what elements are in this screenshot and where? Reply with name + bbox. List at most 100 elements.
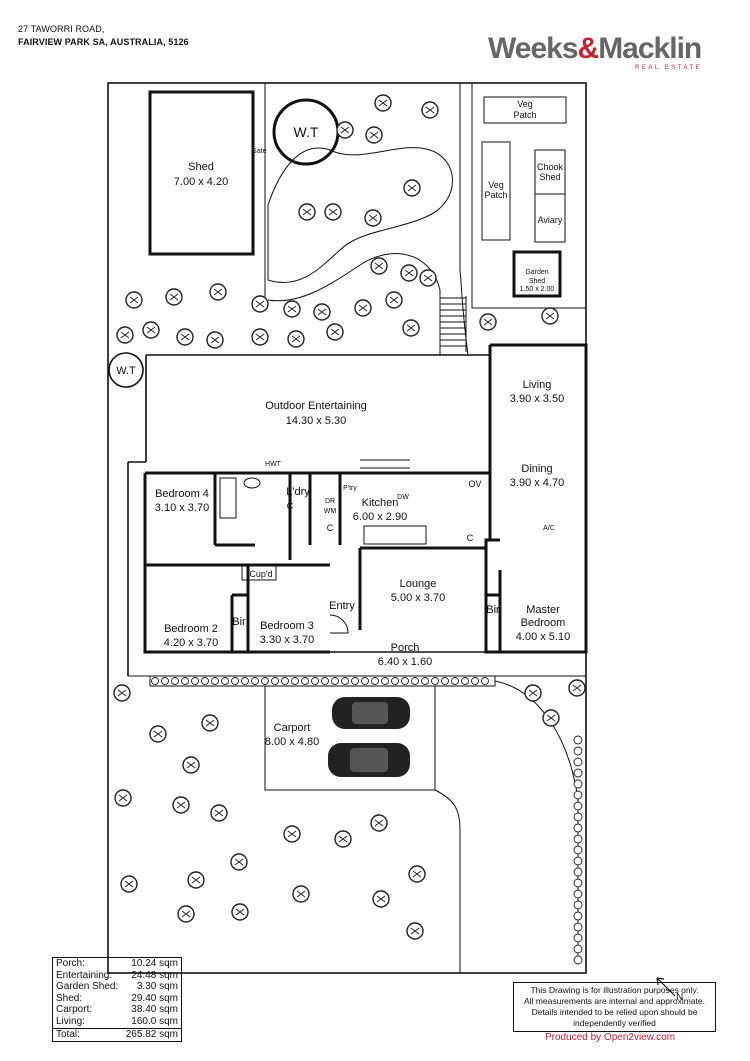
hedge-icon bbox=[573, 911, 583, 921]
north-arrow-icon bbox=[656, 977, 676, 997]
disclaimer-line: Details intended to be relied upon shoul… bbox=[531, 1007, 698, 1017]
area-row: Shed:29.40 sqm bbox=[53, 993, 181, 1005]
area-label: Living: bbox=[56, 1015, 85, 1027]
hedge-icon bbox=[401, 677, 409, 685]
tree-icon-detail bbox=[572, 684, 582, 692]
hedge-icon bbox=[573, 801, 583, 811]
trees bbox=[113, 94, 586, 965]
car-icon bbox=[332, 697, 410, 729]
hedge-icon bbox=[391, 677, 399, 685]
area-table: Porch: 10.24 sqm Entertaining:24.48 sqm G… bbox=[52, 957, 182, 1042]
tree-icon-detail bbox=[129, 296, 139, 304]
hedge-icon bbox=[573, 779, 583, 789]
hedge-icon bbox=[361, 677, 369, 685]
water-tank-top-label: W.T bbox=[294, 124, 319, 140]
area-row: Living:160.0 sqm bbox=[53, 1016, 181, 1028]
hedge-icon bbox=[281, 677, 289, 685]
hedge-icon bbox=[171, 677, 179, 685]
path-edge bbox=[267, 253, 441, 355]
laundry-label: L'dry bbox=[286, 486, 310, 498]
cupboard-label: Cup'd bbox=[249, 569, 272, 579]
hedge-icon bbox=[573, 856, 583, 866]
hedge-icon bbox=[301, 677, 309, 685]
shed-label: Shed bbox=[188, 161, 214, 173]
bir1-label: Bir bbox=[232, 616, 246, 628]
tree-icon-detail bbox=[146, 326, 156, 334]
garden-steps bbox=[440, 296, 467, 352]
hedge-icon bbox=[573, 878, 583, 888]
dryer-label: DR bbox=[325, 498, 335, 505]
hedge-icon bbox=[191, 677, 199, 685]
hedge-icon bbox=[481, 677, 489, 685]
kitchen-label: Kitchen bbox=[362, 497, 399, 509]
brand-name-2: Macklin bbox=[598, 32, 702, 65]
hedge-icon bbox=[251, 677, 259, 685]
hedge-icon bbox=[461, 677, 469, 685]
veg-patch-top-line1: Veg bbox=[517, 99, 533, 109]
tree-icon-detail bbox=[404, 269, 414, 277]
area-label: Garden Shed: bbox=[56, 981, 119, 992]
veg-patch-side-line1: Veg bbox=[488, 180, 504, 190]
hedge-icon bbox=[321, 677, 329, 685]
carport bbox=[264, 686, 436, 791]
hedge-icon bbox=[201, 677, 209, 685]
hedge-icon bbox=[351, 677, 359, 685]
tree-icon-detail bbox=[255, 333, 265, 341]
tree-icon-detail bbox=[407, 184, 417, 192]
shed-dims: 7.00 x 4.20 bbox=[174, 176, 228, 188]
car-icon bbox=[328, 743, 410, 777]
hedge-icon bbox=[331, 677, 339, 685]
tree-icon-detail bbox=[374, 819, 384, 827]
bedroom4-dims: 3.10 x 3.70 bbox=[155, 502, 209, 514]
basin bbox=[243, 477, 261, 489]
area-row: Porch: 10.24 sqm bbox=[53, 958, 181, 970]
tree-icon-detail bbox=[210, 336, 220, 344]
lounge-label: Lounge bbox=[400, 578, 437, 590]
hedge-icon bbox=[573, 867, 583, 877]
tree-icon-detail bbox=[425, 106, 435, 114]
tree-icon-detail bbox=[378, 99, 388, 107]
area-value: 10.24 sqm bbox=[131, 958, 178, 969]
hedge-icon bbox=[211, 677, 219, 685]
tree-icon-detail bbox=[330, 328, 340, 336]
hedge-icon bbox=[181, 677, 189, 685]
area-row: Carport:38.40 sqm bbox=[53, 1004, 181, 1016]
tree-icon-detail bbox=[358, 304, 368, 312]
hedge-icon bbox=[573, 955, 583, 965]
porch-label: Porch bbox=[391, 642, 420, 654]
tree-icon-detail bbox=[328, 208, 338, 216]
tree-icon-detail bbox=[213, 288, 223, 296]
garden-shed-line2: Shed bbox=[529, 278, 545, 285]
tree-icon-detail bbox=[120, 331, 130, 339]
bath bbox=[219, 477, 237, 519]
area-row: Entertaining:24.48 sqm bbox=[53, 970, 181, 982]
brand-logo: Weeks&Macklin bbox=[488, 32, 702, 65]
hedge-icon bbox=[421, 677, 429, 685]
tree-icon-detail bbox=[117, 689, 127, 697]
tree-icon-detail bbox=[118, 794, 128, 802]
bedroom2-dims: 4.20 x 3.70 bbox=[164, 637, 218, 649]
garden-path bbox=[267, 147, 453, 283]
garden-shed bbox=[512, 250, 562, 298]
tree-icon-detail bbox=[368, 214, 378, 222]
tree-icon-detail bbox=[483, 318, 493, 326]
master-dims: 4.00 x 5.10 bbox=[516, 631, 570, 643]
hedge-icon bbox=[573, 944, 583, 954]
brand-ampersand: & bbox=[577, 32, 600, 65]
hedge-icon bbox=[471, 677, 479, 685]
kitchen-dims: 6.00 x 2.90 bbox=[353, 511, 407, 523]
total-value: 265.82 sqm bbox=[125, 1029, 178, 1040]
entry-door bbox=[329, 614, 349, 634]
carport-label: Carport bbox=[274, 722, 311, 734]
tree-icon-detail bbox=[406, 324, 416, 332]
cupboard bbox=[241, 565, 277, 581]
tree-icon-detail bbox=[338, 835, 348, 843]
area-total-row: Total:265.82 sqm bbox=[53, 1028, 181, 1041]
porch-dims: 6.40 x 1.60 bbox=[378, 656, 432, 668]
chook-shed bbox=[534, 149, 566, 243]
dining-label: Dining bbox=[521, 463, 552, 475]
hedge-icon bbox=[451, 677, 459, 685]
area-label: Porch: bbox=[56, 958, 85, 969]
internal-walls bbox=[145, 473, 502, 652]
hedge-icon bbox=[291, 677, 299, 685]
